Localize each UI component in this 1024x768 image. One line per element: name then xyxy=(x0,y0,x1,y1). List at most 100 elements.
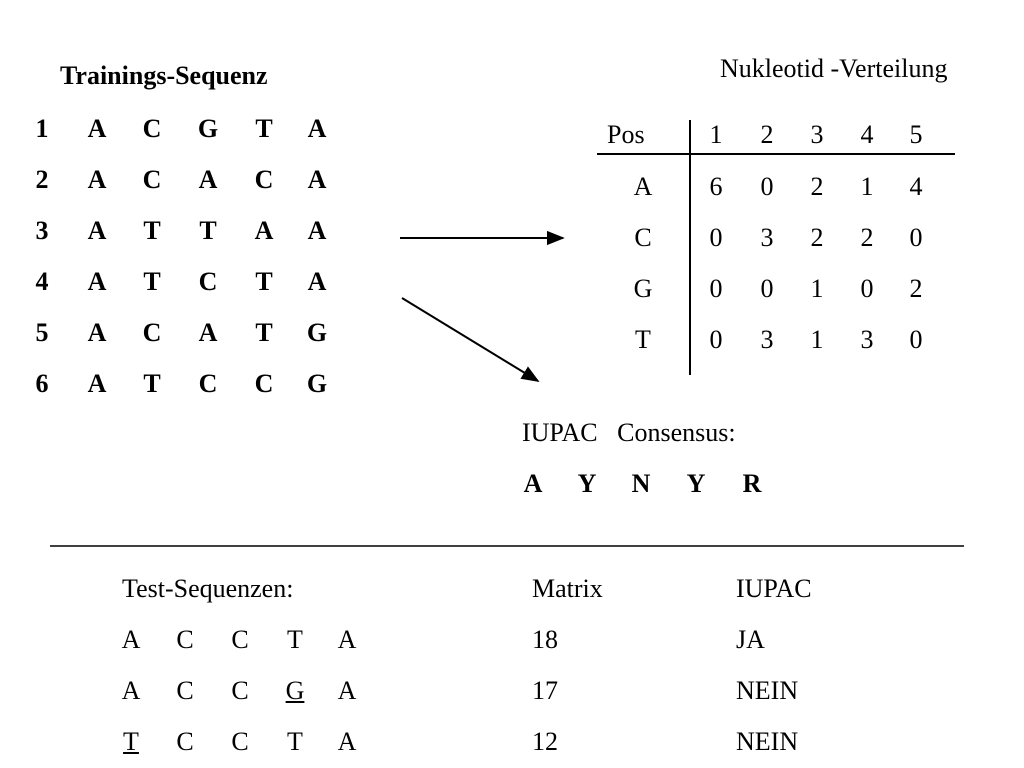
count-cell: 6 xyxy=(709,172,723,201)
test-base: C xyxy=(231,727,249,756)
training-base: A xyxy=(87,369,107,398)
training-base: T xyxy=(143,267,161,296)
training-base: A xyxy=(307,114,327,143)
training-base: A xyxy=(307,165,327,194)
test-base: T xyxy=(287,727,303,756)
test-base: G xyxy=(285,676,305,705)
training-row-number: 6 xyxy=(35,369,49,398)
training-base: C xyxy=(142,114,162,143)
position-header: 5 xyxy=(909,120,923,149)
consensus-letter: A xyxy=(523,469,543,498)
training-base: A xyxy=(198,165,218,194)
count-cell: 0 xyxy=(760,172,774,201)
test-iupac-result: JA xyxy=(736,625,765,654)
training-base: A xyxy=(87,114,107,143)
training-base: A xyxy=(307,216,327,245)
training-title: Trainings-Sequenz xyxy=(60,61,268,90)
test-base: C xyxy=(176,676,194,705)
test-base: A xyxy=(337,676,357,705)
nucleotide-label: A xyxy=(633,172,653,201)
position-header: 3 xyxy=(810,120,824,149)
test-iupac-result: NEIN xyxy=(736,676,799,705)
test-base: C xyxy=(176,625,194,654)
training-base: T xyxy=(143,216,161,245)
consensus-letter: Y xyxy=(577,469,597,498)
test-base: C xyxy=(231,625,249,654)
training-base: A xyxy=(87,216,107,245)
training-base: G xyxy=(306,318,328,347)
training-base: A xyxy=(198,318,218,347)
position-header: 4 xyxy=(860,120,874,149)
count-cell: 3 xyxy=(760,325,774,354)
training-base: C xyxy=(198,267,218,296)
count-cell: 0 xyxy=(909,223,923,252)
consensus-letter: N xyxy=(631,469,651,498)
count-cell: 2 xyxy=(860,223,874,252)
distribution-header-label: Pos xyxy=(607,120,645,149)
count-cell: 1 xyxy=(810,325,824,354)
test-base: A xyxy=(337,727,357,756)
training-base: G xyxy=(197,114,219,143)
test-matrix-score: 12 xyxy=(532,727,558,756)
consensus-label: IUPAC Consensus: xyxy=(522,418,736,447)
count-cell: 2 xyxy=(810,223,824,252)
training-base: C xyxy=(142,318,162,347)
training-base: T xyxy=(143,369,161,398)
training-base: C xyxy=(254,369,274,398)
test-header-sequences: Test-Sequenzen: xyxy=(122,574,294,603)
count-cell: 3 xyxy=(860,325,874,354)
test-header-iupac: IUPAC xyxy=(736,574,812,603)
training-row-number: 1 xyxy=(35,114,49,143)
count-cell: 0 xyxy=(709,274,723,303)
training-base: A xyxy=(254,216,274,245)
arrow-to-consensus xyxy=(401,297,540,382)
test-base: A xyxy=(337,625,357,654)
count-cell: 3 xyxy=(760,223,774,252)
training-base: C xyxy=(198,369,218,398)
test-base: C xyxy=(176,727,194,756)
training-base: A xyxy=(307,267,327,296)
training-base: T xyxy=(199,216,217,245)
training-base: G xyxy=(306,369,328,398)
training-base: C xyxy=(254,165,274,194)
training-row-number: 5 xyxy=(35,318,49,347)
training-row-number: 3 xyxy=(35,216,49,245)
test-iupac-result: NEIN xyxy=(736,727,799,756)
count-cell: 0 xyxy=(860,274,874,303)
consensus-letter: Y xyxy=(686,469,706,498)
count-cell: 2 xyxy=(909,274,923,303)
training-base: T xyxy=(255,267,273,296)
test-base: A xyxy=(121,625,141,654)
count-cell: 0 xyxy=(909,325,923,354)
training-base: A xyxy=(87,318,107,347)
training-base: A xyxy=(87,165,107,194)
distribution-title: Nukleotid -Verteilung xyxy=(720,54,948,83)
nucleotide-label: G xyxy=(633,274,653,303)
test-header-matrix: Matrix xyxy=(532,574,603,603)
training-base: T xyxy=(255,114,273,143)
test-base: C xyxy=(231,676,249,705)
test-matrix-score: 17 xyxy=(532,676,558,705)
training-base: T xyxy=(255,318,273,347)
test-base: A xyxy=(121,676,141,705)
count-cell: 0 xyxy=(709,325,723,354)
nucleotide-label: C xyxy=(634,223,652,252)
consensus-letter: R xyxy=(742,469,762,498)
count-cell: 2 xyxy=(810,172,824,201)
count-cell: 0 xyxy=(760,274,774,303)
count-cell: 4 xyxy=(909,172,923,201)
position-header: 2 xyxy=(760,120,774,149)
test-matrix-score: 18 xyxy=(532,625,558,654)
training-row-number: 4 xyxy=(35,267,49,296)
count-cell: 0 xyxy=(709,223,723,252)
training-base: C xyxy=(142,165,162,194)
count-cell: 1 xyxy=(810,274,824,303)
training-base: A xyxy=(87,267,107,296)
training-row-number: 2 xyxy=(35,165,49,194)
nucleotide-label: T xyxy=(635,325,651,354)
count-cell: 1 xyxy=(860,172,874,201)
test-base: T xyxy=(123,727,139,756)
position-header: 1 xyxy=(709,120,723,149)
test-base: T xyxy=(287,625,303,654)
